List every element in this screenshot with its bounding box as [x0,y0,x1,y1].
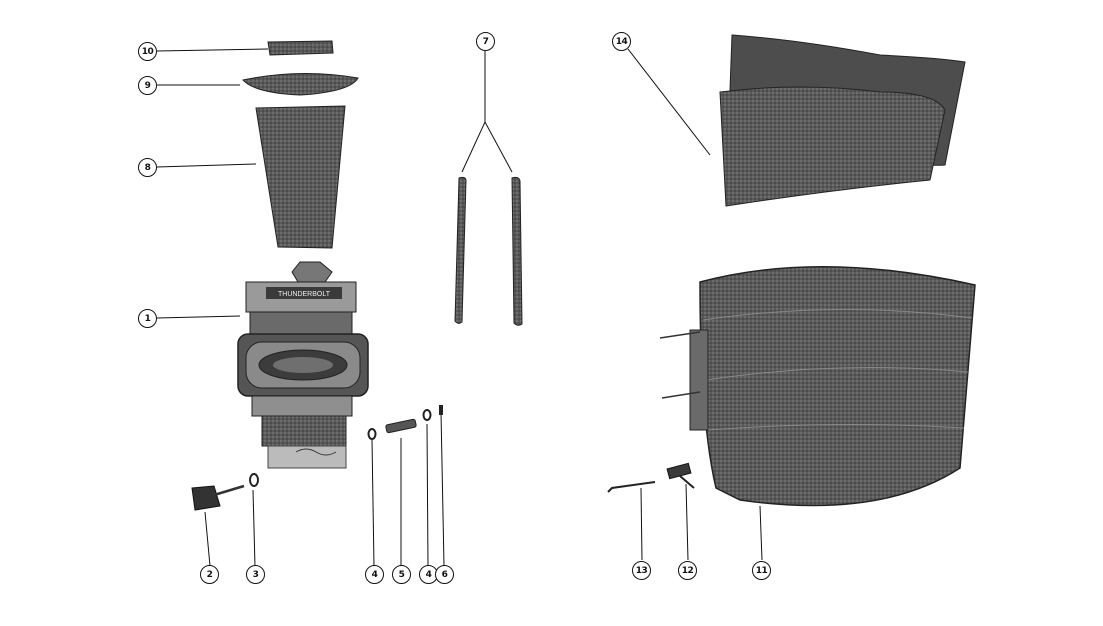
callout-8: 8 [138,158,157,177]
part-7-seal-left [454,176,467,324]
part-7-seal-right [511,176,523,326]
leader-lines [156,48,763,567]
part-4b-washer [422,409,432,421]
part-2-knob [191,484,245,511]
callout-6: 6 [435,565,454,584]
part-14-cover-wrap [719,34,966,207]
callout-3: 3 [246,565,265,584]
part-10-cap-pad [267,40,334,56]
part-5-spring [385,418,417,434]
callout-1: 1 [138,309,157,328]
part-4-washer [367,428,377,440]
callout-14: 14 [612,32,631,51]
callout-13: 13 [632,561,651,580]
part-12-clip [666,462,695,489]
callout-11: 11 [752,561,771,580]
part-6-pin [439,405,443,415]
emblem-text: THUNDERBOLT [278,291,331,298]
part-8-cover-panel [255,105,346,249]
callout-4a: 4 [365,565,384,584]
callout-10: 10 [138,42,157,61]
callout-9: 9 [138,76,157,95]
part-11-lower-cover [659,265,976,507]
part-3-washer [249,473,259,487]
part-1-motor-cover: THUNDERBOLT [237,261,369,469]
callout-2: 2 [200,565,219,584]
part-13-rod [607,481,656,493]
part-9-top-trim [242,72,359,96]
callout-5: 5 [392,565,411,584]
callout-7: 7 [476,32,495,51]
callout-12: 12 [678,561,697,580]
